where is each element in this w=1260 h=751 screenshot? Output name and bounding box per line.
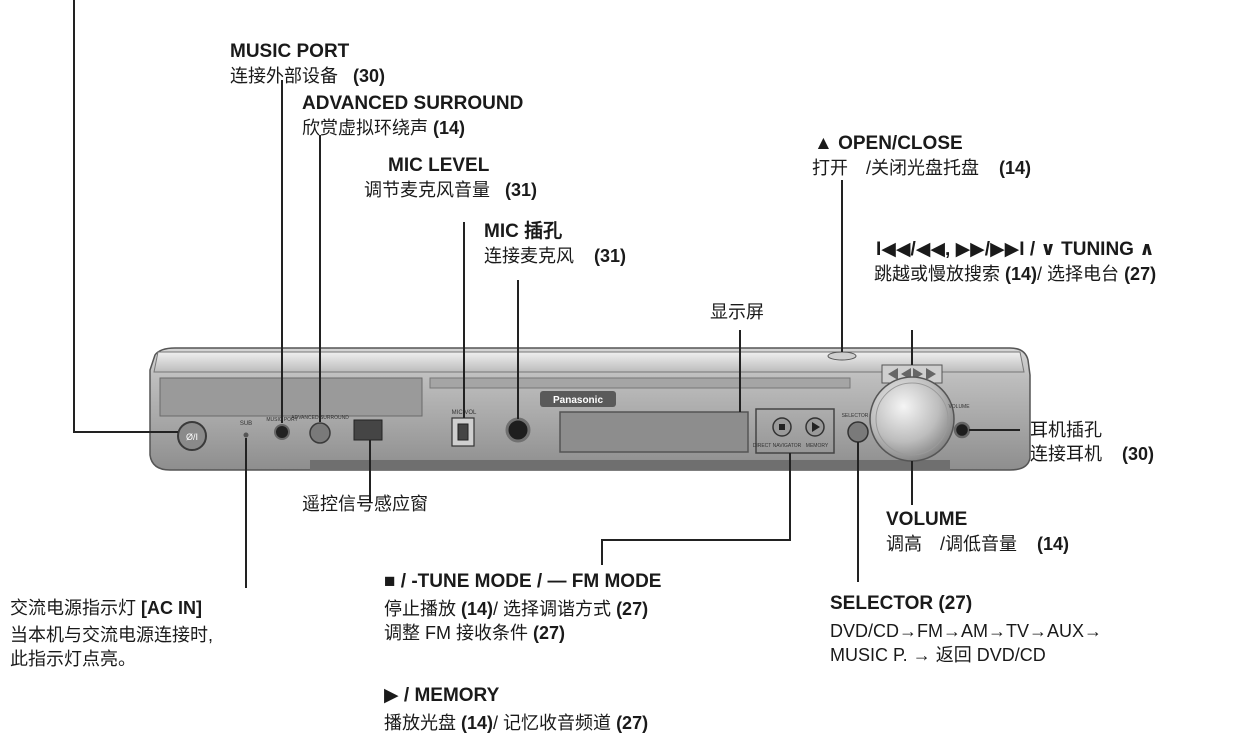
- open-close-ref: (14): [999, 158, 1032, 178]
- power-button[interactable]: [177, 421, 207, 451]
- advanced-surround-title: ADVANCED SURROUND: [302, 93, 524, 114]
- callout-lines: [73, 0, 1020, 588]
- stop-tune-ref1: (14): [461, 599, 494, 619]
- play-memory-title: ▶ / MEMORY: [384, 685, 500, 706]
- selector-label: SELECTOR (27) DVD/CD→FM→AM→TV→AUX→ MUSIC…: [830, 592, 1102, 667]
- selector-title: SELECTOR: [830, 593, 934, 614]
- open-close-button[interactable]: [827, 351, 857, 361]
- headphones-title: 耳机插孔: [1030, 420, 1102, 440]
- stop-tune-line1: 停止播放: [384, 599, 456, 619]
- ac-in-title-b: [AC IN]: [141, 598, 203, 618]
- ac-in-line1: 当本机与交流电源连接时,: [10, 625, 213, 645]
- remote-sensor-label: 遥控信号感应窗: [302, 494, 428, 514]
- open-close-desc: 打开 /关闭光盘托盘: [812, 158, 980, 178]
- music-port-ref: (30): [353, 66, 386, 86]
- music-port-label: MUSIC PORT 连接外部设备 (30): [230, 40, 385, 88]
- stop-play-group: [755, 408, 835, 454]
- stop-tune-line2: 调整 FM 接收条件: [384, 623, 528, 643]
- stop-tune-ref1b: (27): [616, 599, 649, 619]
- volume-panel-text: VOLUME: [948, 404, 970, 410]
- memory-panel-text: MEMORY: [806, 443, 829, 449]
- play-memory-label: ▶ / MEMORY 播放光盘 (14)/ 记忆收音频道 (27): [384, 684, 648, 735]
- stop-tune-line1b: / 选择调谐方式: [493, 599, 612, 619]
- power-button-text: Ø/I: [186, 432, 198, 442]
- tuning-desc-b: / 选择电台: [1037, 264, 1120, 284]
- mic-level-title: MIC LEVEL: [388, 155, 490, 176]
- mic-level-label: MIC LEVEL 调节麦克风音量 (31): [364, 154, 538, 202]
- advanced-surround-ref: (14): [433, 118, 466, 138]
- selector-line1: DVD/CD→FM→AM→TV→AUX→: [830, 621, 1103, 641]
- ac-in-label: 交流电源指示灯 [AC IN] 当本机与交流电源连接时, 此指示灯点亮。: [10, 596, 213, 671]
- direct-navigator-panel-text: DIRECT NAVIGATOR: [753, 443, 802, 449]
- sub-indicator-text: SUB: [240, 421, 252, 427]
- mic-jack-ref: (31): [594, 246, 627, 266]
- play-memory-ref1b: (27): [616, 713, 649, 733]
- headphones-ref: (30): [1122, 444, 1155, 464]
- play-memory-line1: 播放光盘: [384, 713, 456, 733]
- selector-ref: (27): [938, 593, 973, 614]
- disc-tray: [159, 377, 423, 417]
- mic-jack[interactable]: [505, 417, 531, 443]
- tuning-ref-a: (14): [1005, 264, 1038, 284]
- headphones-desc: 连接耳机: [1030, 444, 1102, 464]
- advanced-surround-desc: 欣赏虚拟环绕声: [302, 118, 428, 138]
- volume-title: VOLUME: [886, 509, 968, 530]
- open-close-label: ▲ OPEN/CLOSE 打开 /关闭光盘托盘 (14): [812, 132, 1031, 180]
- brand-text: Panasonic: [553, 395, 603, 406]
- mic-jack-desc: 连接麦克风: [484, 246, 574, 266]
- tuning-title: I◀◀/◀◀, ▶▶/▶▶I / ∨ TUNING ∧: [876, 239, 1155, 260]
- headphones-label: 耳机插孔 连接耳机 (30): [1030, 418, 1154, 466]
- brand-badge: Panasonic: [540, 391, 616, 407]
- selector-panel-text: SELECTOR: [842, 413, 869, 419]
- volume-label: VOLUME 调高 /调低音量 (14): [886, 508, 1069, 556]
- stop-tune-label: ■ / -TUNE MODE / — FM MODE 停止播放 (14)/ 选择…: [384, 570, 661, 645]
- advanced-surround-label: ADVANCED SURROUND 欣赏虚拟环绕声 (14): [302, 92, 523, 140]
- mic-jack-title: MIC 插孔: [484, 221, 563, 242]
- tuning-label: I◀◀/◀◀, ▶▶/▶▶I / ∨ TUNING ∧ 跳越或慢放搜索 (14)…: [874, 238, 1157, 286]
- music-port-title: MUSIC PORT: [230, 41, 350, 62]
- volume-ref: (14): [1037, 534, 1070, 554]
- tuning-ref-b: (27): [1124, 264, 1157, 284]
- music-port-jack[interactable]: [274, 424, 290, 440]
- selector-button[interactable]: [847, 421, 869, 443]
- volume-desc: 调高 /调低音量: [886, 534, 1018, 554]
- music-port-desc: 连接外部设备: [230, 66, 338, 86]
- headphones-jack[interactable]: [953, 421, 971, 439]
- mic-level-ref: (31): [505, 180, 538, 200]
- ac-in-line2: 此指示灯点亮。: [10, 649, 136, 669]
- stop-tune-title: ■ / -TUNE MODE / — FM MODE: [384, 571, 662, 592]
- remote-sensor-window: [353, 419, 383, 441]
- advanced-surround-button[interactable]: [309, 422, 331, 444]
- play-memory-ref1: (14): [461, 713, 494, 733]
- volume-knob[interactable]: [869, 376, 955, 462]
- mic-jack-label: MIC 插孔 连接麦克风 (31): [484, 220, 626, 268]
- display-screen: [559, 411, 749, 453]
- tuning-desc-a: 跳越或慢放搜索: [874, 264, 1000, 284]
- stop-tune-ref2: (27): [533, 623, 566, 643]
- play-memory-line1b: / 记忆收音频道: [493, 713, 612, 733]
- ac-in-title-a: 交流电源指示灯: [10, 598, 136, 618]
- selector-line2: MUSIC P. → 返回 DVD/CD: [830, 645, 1046, 665]
- ac-in-indicator: [243, 432, 249, 438]
- mic-level-desc: 调节麦克风音量: [364, 180, 490, 200]
- open-close-title: ▲ OPEN/CLOSE: [814, 133, 963, 154]
- display-label: 显示屏: [710, 302, 764, 322]
